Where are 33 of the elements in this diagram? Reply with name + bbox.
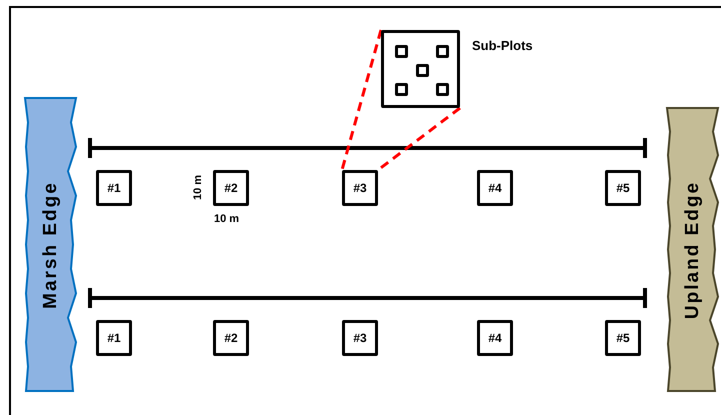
dashed-connector	[340, 30, 382, 170]
plot-number: #5	[616, 331, 630, 345]
plot-square	[477, 170, 513, 206]
dimension-label: 10 m	[214, 213, 240, 225]
plot-square	[96, 170, 132, 206]
plot-square	[96, 320, 132, 356]
sub-plot-square	[395, 83, 408, 96]
plot-number: #5	[616, 181, 630, 195]
plot-square	[213, 170, 249, 206]
plot-square	[477, 320, 513, 356]
sub-plot-square	[436, 45, 449, 58]
sub-plot-square	[416, 64, 429, 77]
plot-number: #1	[107, 331, 121, 345]
plot-number: #2	[224, 181, 238, 195]
sub-plot-square	[436, 83, 449, 96]
dimension-label: 10 m	[192, 174, 204, 200]
sub-plot-square	[395, 45, 408, 58]
plot-number: #2	[224, 331, 238, 345]
plot-square	[605, 320, 641, 356]
plot-square	[213, 320, 249, 356]
band-label: Upland Edge	[682, 180, 704, 319]
plot-number: #4	[488, 181, 502, 195]
sub-plots-heading: Sub-Plots	[472, 38, 533, 53]
plot-number: #4	[488, 331, 502, 345]
plot-number: #3	[353, 331, 367, 345]
plot-square	[342, 170, 378, 206]
edge-band	[665, 106, 721, 393]
plot-number: #1	[107, 181, 121, 195]
plot-number: #3	[353, 181, 367, 195]
band-label: Marsh Edge	[40, 180, 62, 308]
edge-band	[23, 96, 79, 393]
plot-square	[605, 170, 641, 206]
plot-square	[342, 320, 378, 356]
